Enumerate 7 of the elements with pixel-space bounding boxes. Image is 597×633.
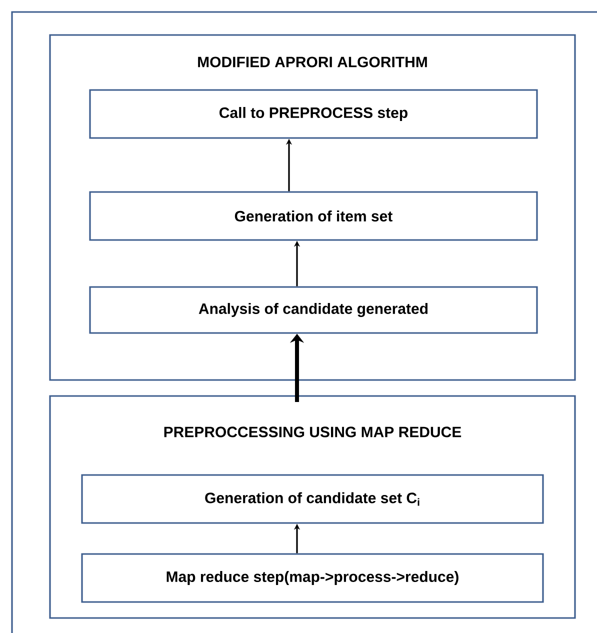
process-box: Map reduce step(map->process->reduce) [81,553,544,603]
process-box: Analysis of candidate generated [89,286,538,334]
process-box: Generation of item set [89,191,538,241]
group-title: MODIFIED APRORI ALGORITHM [198,56,427,68]
process-box: Generation of candidate set C$_{i}$ [81,474,544,524]
process-box: Call to PREPROCESS step [89,89,538,139]
group-title: PREPROCCESSING USING MAP REDUCE [164,426,462,438]
